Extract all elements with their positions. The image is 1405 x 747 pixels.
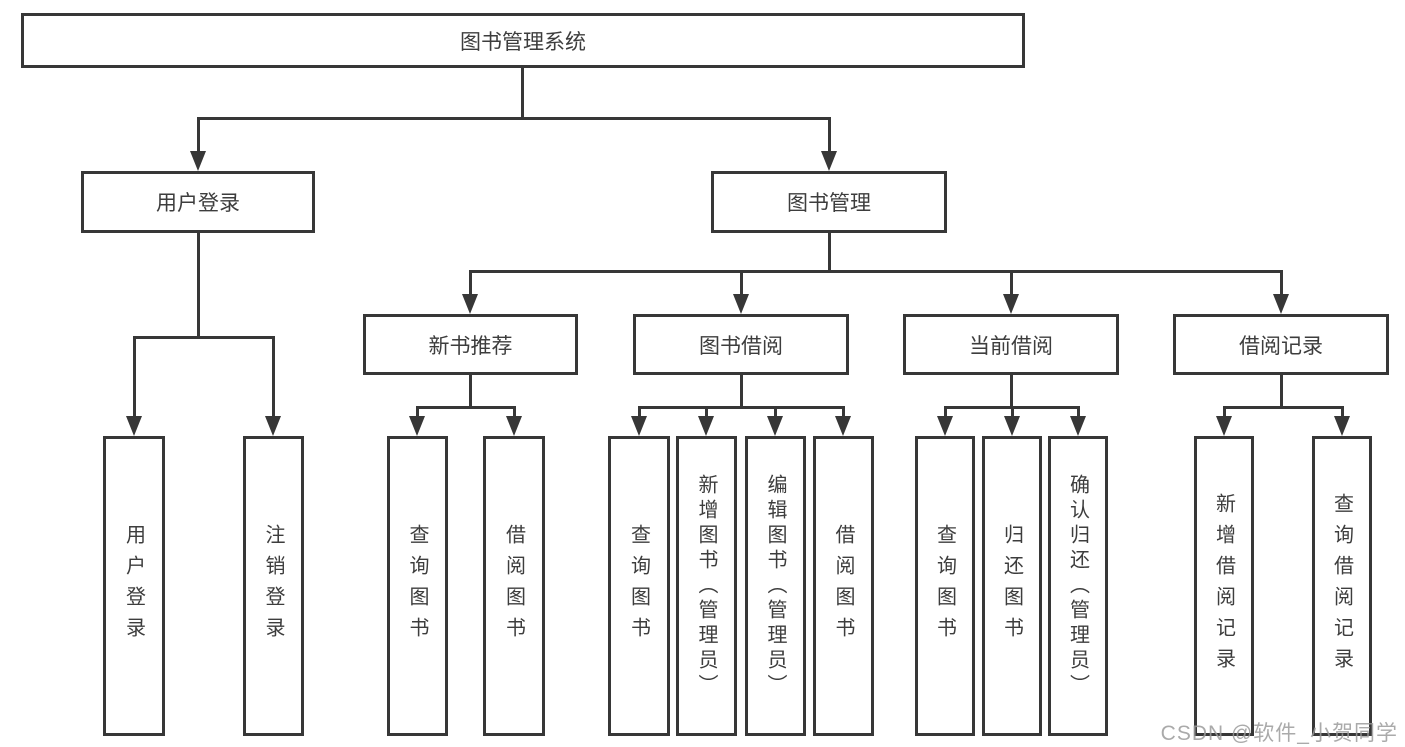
arrow-down-icon bbox=[1273, 294, 1289, 314]
csdn-watermark: CSDN @软件_小贺同学 bbox=[1160, 722, 1398, 745]
node-current-borrowing: 当前借阅 bbox=[903, 314, 1119, 375]
leaf-borrow-borrow-book: 借阅图书 bbox=[813, 436, 874, 736]
arrow-down-icon bbox=[821, 151, 837, 171]
arrow-down-icon bbox=[462, 294, 478, 314]
arrow-down-icon bbox=[1070, 416, 1086, 436]
connector-root-crossbar bbox=[197, 117, 831, 120]
connector-arrow-shaft bbox=[944, 406, 947, 418]
node-borrow-records: 借阅记录 bbox=[1173, 314, 1389, 375]
node-user-login-branch: 用户登录 bbox=[81, 171, 315, 233]
arrow-down-icon bbox=[506, 416, 522, 436]
arrow-down-icon bbox=[698, 416, 714, 436]
connector-arrow-shaft bbox=[774, 406, 777, 418]
arrow-down-icon bbox=[767, 416, 783, 436]
connector-arrow-shaft bbox=[513, 406, 516, 418]
leaf-user-login: 用户登录 bbox=[103, 436, 165, 736]
leaf-current-return-book: 归还图书 bbox=[982, 436, 1042, 736]
connector-record-crossbar bbox=[1223, 406, 1344, 409]
leaf-borrow-add-book-admin: 新增图书（管理员） bbox=[676, 436, 737, 736]
connector-newbook-crossbar bbox=[416, 406, 516, 409]
connector-root-stem bbox=[521, 66, 524, 118]
arrow-down-icon bbox=[265, 416, 281, 436]
leaf-record-add-record: 新增借阅记录 bbox=[1194, 436, 1254, 736]
arrow-down-icon bbox=[1216, 416, 1232, 436]
arrow-down-icon bbox=[190, 151, 206, 171]
connector-arrow-shaft bbox=[842, 406, 845, 418]
arrow-down-icon bbox=[631, 416, 647, 436]
node-root-library-system: 图书管理系统 bbox=[21, 13, 1025, 68]
arrow-down-icon bbox=[409, 416, 425, 436]
connector-user-crossbar bbox=[133, 336, 274, 339]
connector-user-stem bbox=[197, 233, 200, 339]
leaf-newbook-query-book: 查询图书 bbox=[387, 436, 448, 736]
connector-borrow-stem bbox=[740, 375, 743, 408]
arrow-down-icon bbox=[126, 416, 142, 436]
connector-arrow-shaft bbox=[705, 406, 708, 418]
connector-arrow-shaft bbox=[1077, 406, 1080, 418]
leaf-current-confirm-return-admin: 确认归还（管理员） bbox=[1048, 436, 1108, 736]
connector-arrow-shaft bbox=[638, 406, 641, 418]
connector-borrow-crossbar bbox=[638, 406, 845, 409]
connector-arrow-shaft bbox=[469, 270, 472, 296]
connector-record-stem bbox=[1280, 375, 1283, 408]
leaf-record-query-record: 查询借阅记录 bbox=[1312, 436, 1372, 736]
arrow-down-icon bbox=[1004, 416, 1020, 436]
arrow-down-icon bbox=[733, 294, 749, 314]
connector-newbook-stem bbox=[469, 375, 472, 408]
connector-arrow-shaft bbox=[1011, 406, 1014, 418]
connector-arrow-shaft bbox=[1341, 406, 1344, 418]
connector-arrow-shaft bbox=[828, 117, 831, 153]
connector-arrow-shaft bbox=[740, 270, 743, 296]
leaf-borrow-edit-book-admin: 编辑图书（管理员） bbox=[745, 436, 806, 736]
connector-arrow-shaft bbox=[133, 336, 136, 418]
leaf-newbook-borrow-book: 借阅图书 bbox=[483, 436, 545, 736]
node-book-management-branch: 图书管理 bbox=[711, 171, 947, 233]
leaf-current-query-book: 查询图书 bbox=[915, 436, 975, 736]
connector-arrow-shaft bbox=[1223, 406, 1226, 418]
leaf-borrow-query-book: 查询图书 bbox=[608, 436, 670, 736]
connector-arrow-shaft bbox=[1280, 270, 1283, 296]
connector-arrow-shaft bbox=[1010, 270, 1013, 296]
connector-arrow-shaft bbox=[272, 336, 275, 418]
connector-arrow-shaft bbox=[416, 406, 419, 418]
connector-arrow-shaft bbox=[197, 117, 200, 153]
connector-book-crossbar bbox=[469, 270, 1282, 273]
connector-book-stem bbox=[828, 233, 831, 273]
node-book-borrowing: 图书借阅 bbox=[633, 314, 849, 375]
arrow-down-icon bbox=[1003, 294, 1019, 314]
node-new-book-recommend: 新书推荐 bbox=[363, 314, 578, 375]
arrow-down-icon bbox=[835, 416, 851, 436]
connector-current-stem bbox=[1010, 375, 1013, 408]
arrow-down-icon bbox=[1334, 416, 1350, 436]
leaf-logout: 注销登录 bbox=[243, 436, 304, 736]
arrow-down-icon bbox=[937, 416, 953, 436]
